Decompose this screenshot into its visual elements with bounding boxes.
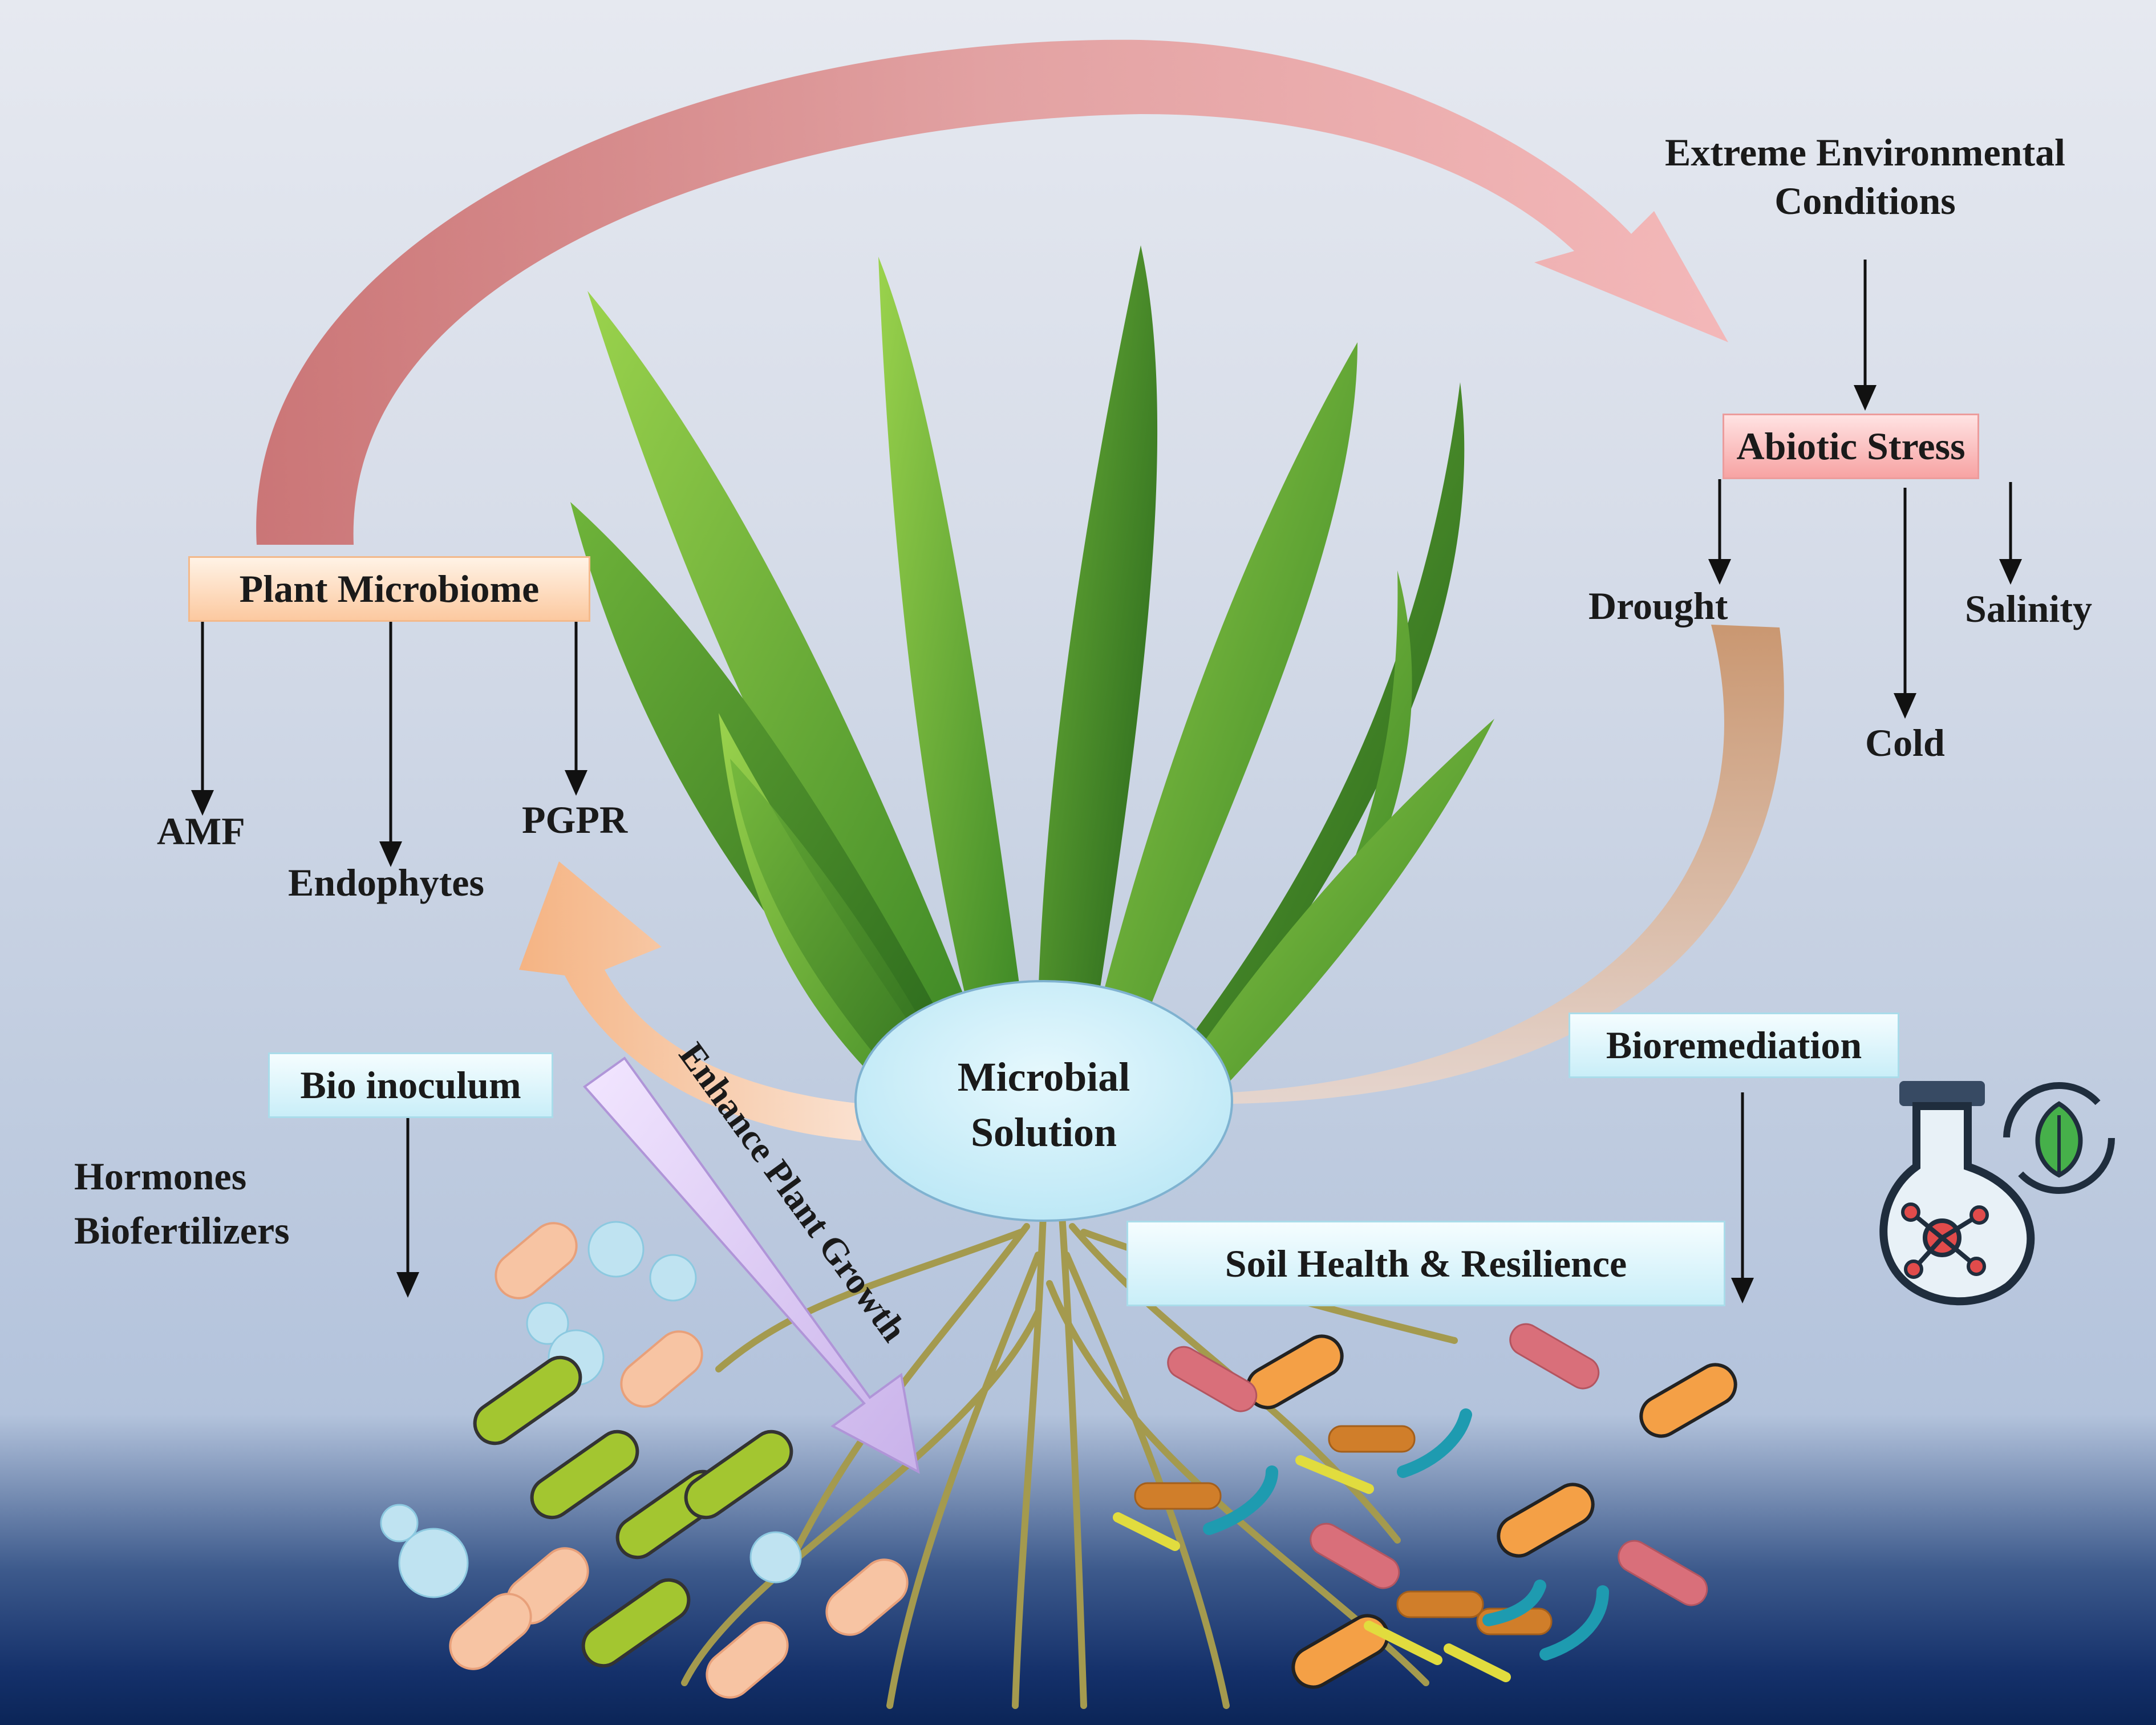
abiotic-stress-label: Abiotic Stress [1736,424,1965,468]
microbiome-item-pgpr: PGPR [522,798,628,841]
microbial-solution-ellipse [854,980,1233,1222]
stress-item-drought: Drought [1588,584,1728,627]
stress-item-cold: Cold [1865,721,1945,764]
connector-arrows [191,260,2022,1303]
extreme-conditions-heading: Extreme Environmental Conditions [1637,128,2093,225]
microbiome-item-amf: AMF [157,809,245,853]
biofertilizers-label: Biofertilizers [74,1209,290,1253]
right-return-arc [1232,625,1784,1104]
extreme-conditions-line1: Extreme Environmental [1665,131,2065,174]
plant-microbiome-box: Plant Microbiome [188,556,590,622]
microbiome-item-endophytes: Endophytes [288,861,484,904]
bio-inoculum-products: Hormones Biofertilizers [74,1149,290,1258]
plant-leaves [570,245,1494,1175]
left-microbe-cluster [380,1221,909,1699]
bioremediation-box: Bioremediation [1569,1013,1899,1078]
microbial-solution-line1: Microbial [957,1054,1130,1100]
flask-recycle-icon [1879,1081,2115,1306]
bio-inoculum-box: Bio inoculum [268,1052,553,1118]
right-microbe-cluster [1113,1323,1737,1689]
microbial-solution-text: Microbial Solution [873,1050,1215,1160]
orange-arrow-to-microbiome [519,861,861,1141]
enhance-growth-arrow [583,1056,920,1474]
bioremediation-label: Bioremediation [1606,1023,1862,1067]
abiotic-stress-box: Abiotic Stress [1723,414,1979,479]
microbial-solution-line2: Solution [970,1109,1117,1156]
plant-microbiome-label: Plant Microbiome [239,567,540,610]
hormones-label: Hormones [74,1155,247,1198]
extreme-conditions-line2: Conditions [1774,179,1956,222]
soil-health-label: Soil Health & Resilience [1225,1241,1627,1285]
top-cycle-arrow [256,39,1728,545]
stress-item-salinity: Salinity [1965,587,2092,630]
soil-health-box: Soil Health & Resilience [1126,1221,1725,1306]
bio-inoculum-label: Bio inoculum [300,1063,521,1107]
